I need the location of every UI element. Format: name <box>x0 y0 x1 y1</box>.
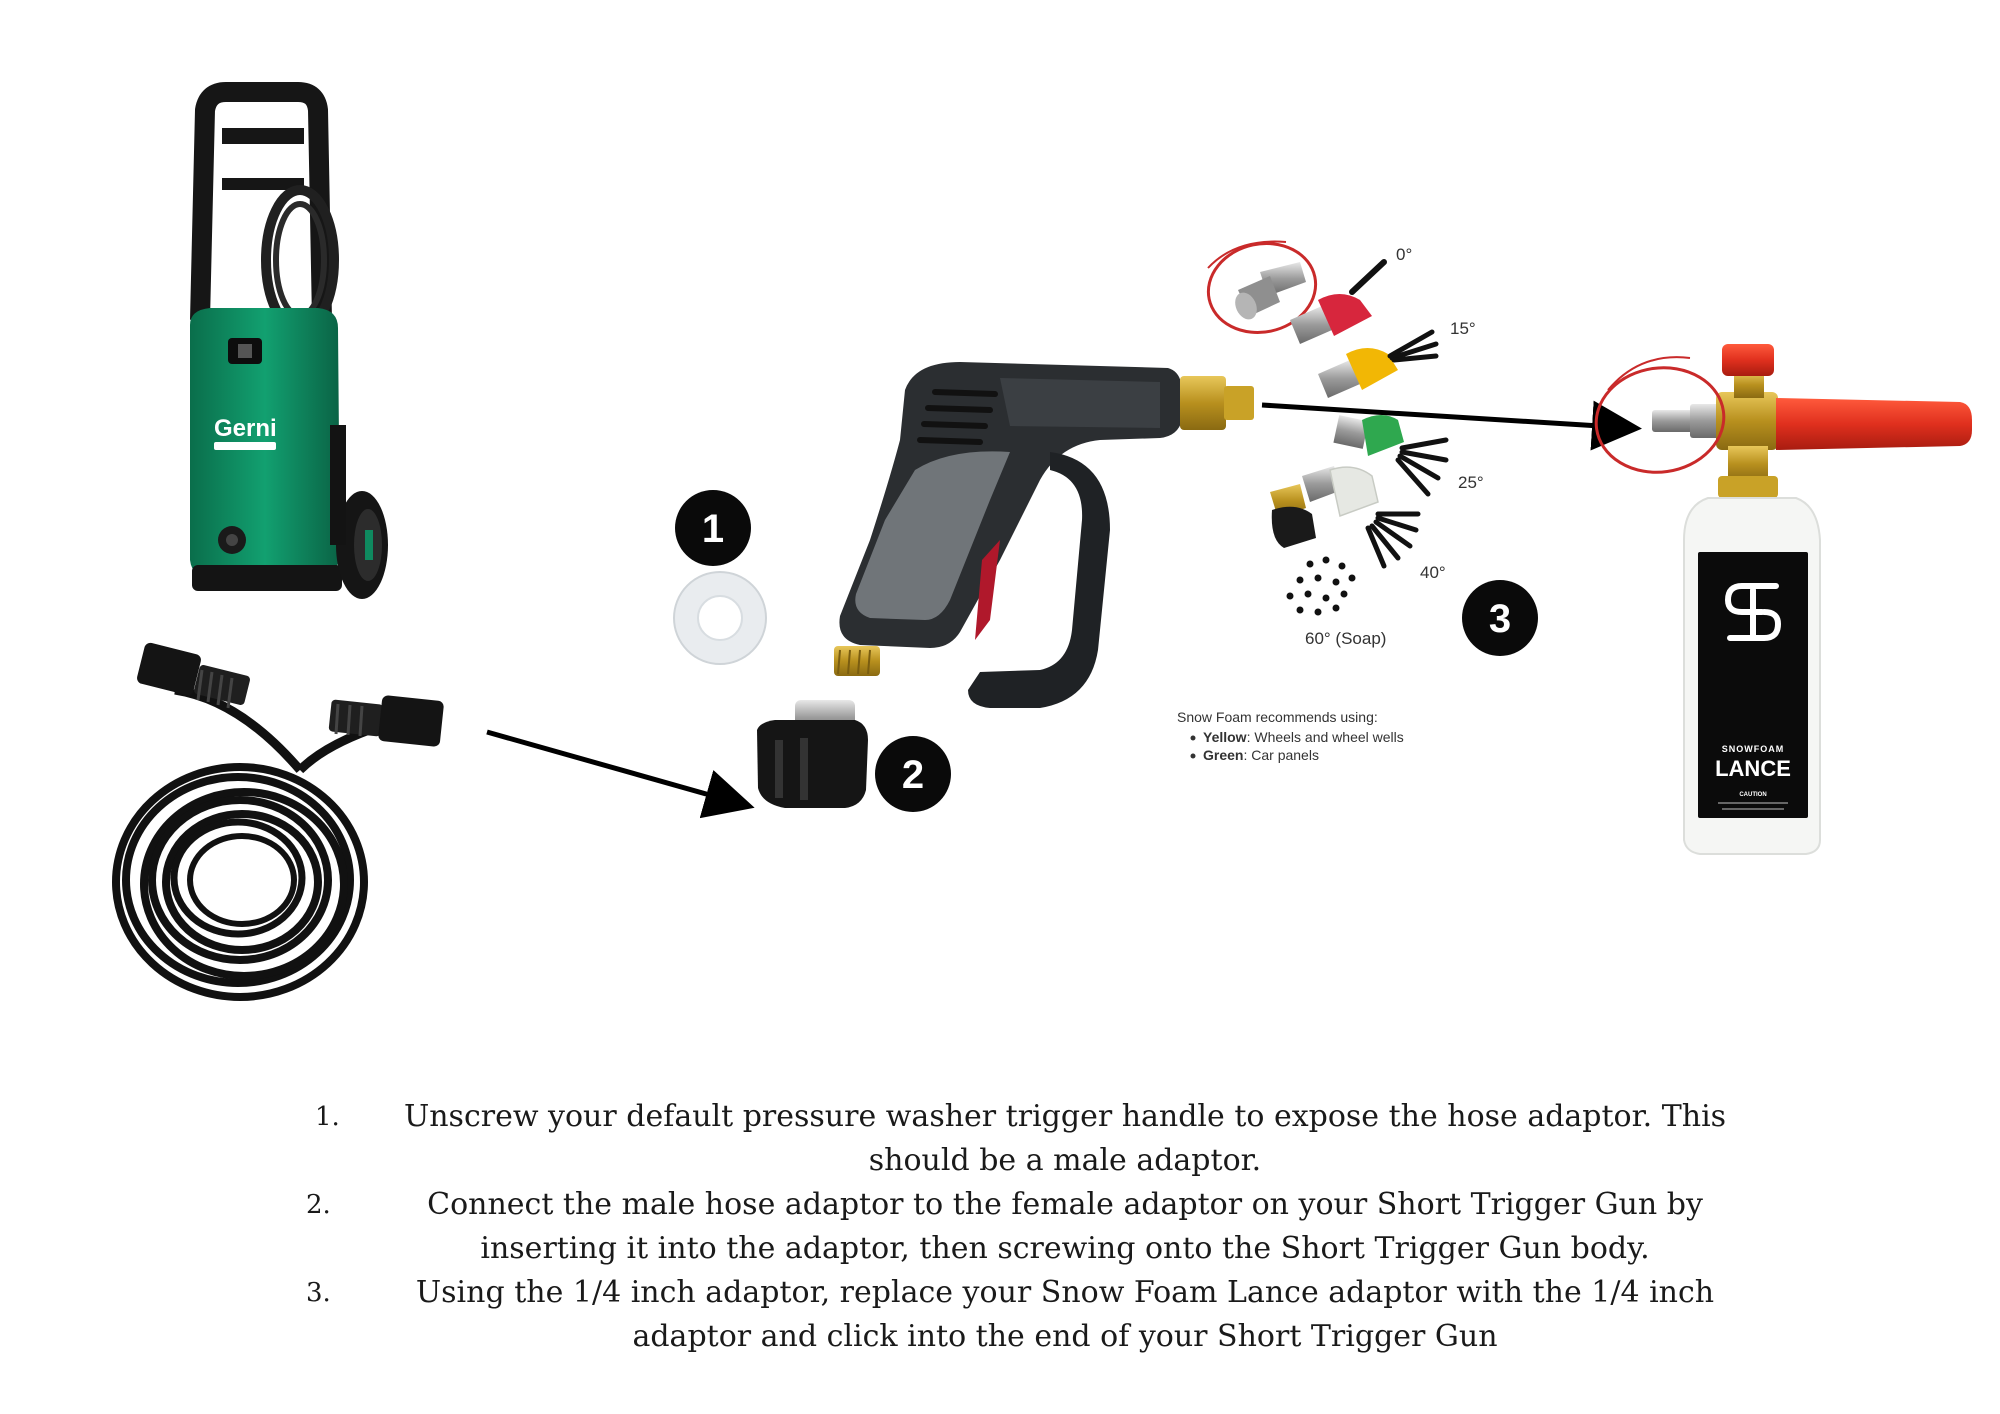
step-1-badge: 1 <box>675 490 751 566</box>
nozzle-yellow-15 <box>1318 348 1398 398</box>
recommendation-note: Snow Foam recommends using: Yellow: Whee… <box>1177 709 1404 763</box>
washer-brand: Gerni <box>214 415 277 442</box>
nozzle-black-soap <box>1270 484 1316 548</box>
instruction-step-3: 3. Using the 1/4 inch adaptor, replace y… <box>290 1271 1750 1359</box>
bottle-caution: CAUTION <box>1739 792 1766 798</box>
hose-image <box>112 642 444 1001</box>
instruction-step-1: 1. Unscrew your default pressure washer … <box>290 1095 1750 1183</box>
instruction-step-2: 2. Connect the male hose adaptor to the … <box>290 1183 1750 1271</box>
step-3-badge: 3 <box>1462 580 1538 656</box>
instruction-line: Connect the male hose adaptor to the fem… <box>427 1187 1703 1222</box>
arrow-gun-to-lance <box>1261 400 1642 451</box>
washer-handle <box>190 82 332 321</box>
angle-label-40: 40° <box>1420 563 1446 582</box>
angle-label-60-soap: 60° (Soap) <box>1305 629 1386 648</box>
step-number: 3. <box>306 1278 331 1308</box>
short-trigger-gun-image <box>834 362 1254 708</box>
nozzle-red-0 <box>1290 294 1372 344</box>
angle-label-0: 0° <box>1396 245 1412 264</box>
quarter-inch-adaptor-image <box>1235 262 1306 320</box>
bottle-brand: SNOWFOAM <box>1722 744 1785 754</box>
nozzle-green-25 <box>1333 415 1404 456</box>
step-number: 2. <box>306 1190 331 1220</box>
svg-text:2: 2 <box>902 753 924 797</box>
angle-label-15: 15° <box>1450 319 1476 338</box>
bottle-name: LANCE <box>1715 756 1791 781</box>
instruction-line: adaptor and click into the end of your S… <box>632 1319 1498 1354</box>
instruction-line: Using the 1/4 inch adaptor, replace your… <box>415 1275 1715 1310</box>
instruction-list: 1. Unscrew your default pressure washer … <box>290 1095 1750 1359</box>
step-number: 1. <box>315 1102 340 1132</box>
recommend-heading: Snow Foam recommends using: <box>1177 709 1378 725</box>
nozzle-white-40 <box>1302 466 1379 518</box>
angle-label-25: 25° <box>1458 473 1484 492</box>
recommend-item-green: Green: Car panels <box>1203 747 1319 763</box>
female-hose-adaptor-image <box>757 700 868 808</box>
quick-connect-nozzles: 0° 15° 25° <box>1206 240 1484 648</box>
svg-text:1: 1 <box>702 507 724 551</box>
svg-text:3: 3 <box>1489 597 1511 641</box>
ptfe-tape-image <box>673 571 767 665</box>
lance-adaptor-highlight-circle <box>1594 366 1726 474</box>
adaptor-highlight-circle <box>1206 242 1318 334</box>
instruction-line: should be a male adaptor. <box>868 1143 1262 1178</box>
pressure-washer-image: Gerni <box>190 82 388 599</box>
snow-foam-lance-image: SNOWFOAM LANCE CAUTION <box>1652 344 1972 855</box>
instruction-line: inserting it into the adaptor, then scre… <box>480 1231 1650 1266</box>
step-2-badge: 2 <box>875 736 951 812</box>
instruction-line: Unscrew your default pressure washer tri… <box>403 1099 1727 1134</box>
arrow-hose-to-adaptor <box>486 729 755 819</box>
recommend-item-yellow: Yellow: Wheels and wheel wells <box>1203 729 1404 745</box>
